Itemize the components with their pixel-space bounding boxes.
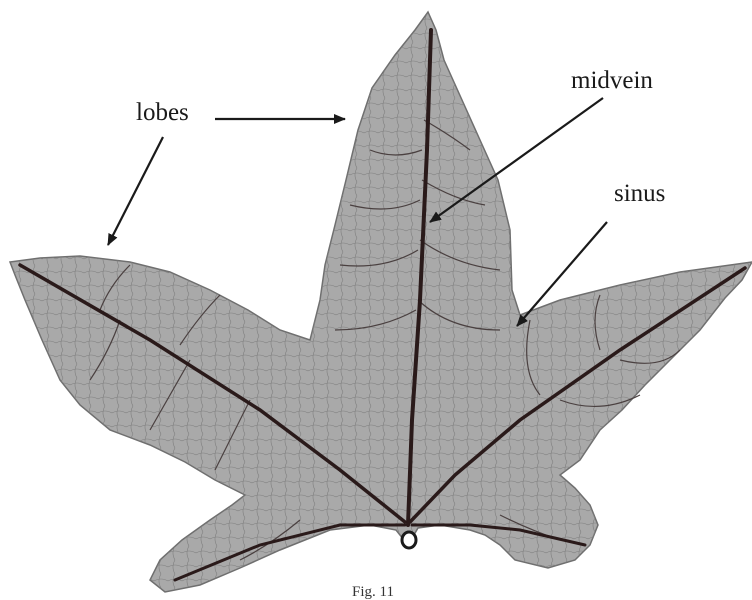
lobes-arrow-down [108, 137, 163, 245]
label-sinus: sinus [614, 181, 665, 206]
label-midvein: midvein [571, 68, 653, 93]
label-lobes: lobes [136, 100, 189, 125]
petiole-base [402, 532, 416, 548]
